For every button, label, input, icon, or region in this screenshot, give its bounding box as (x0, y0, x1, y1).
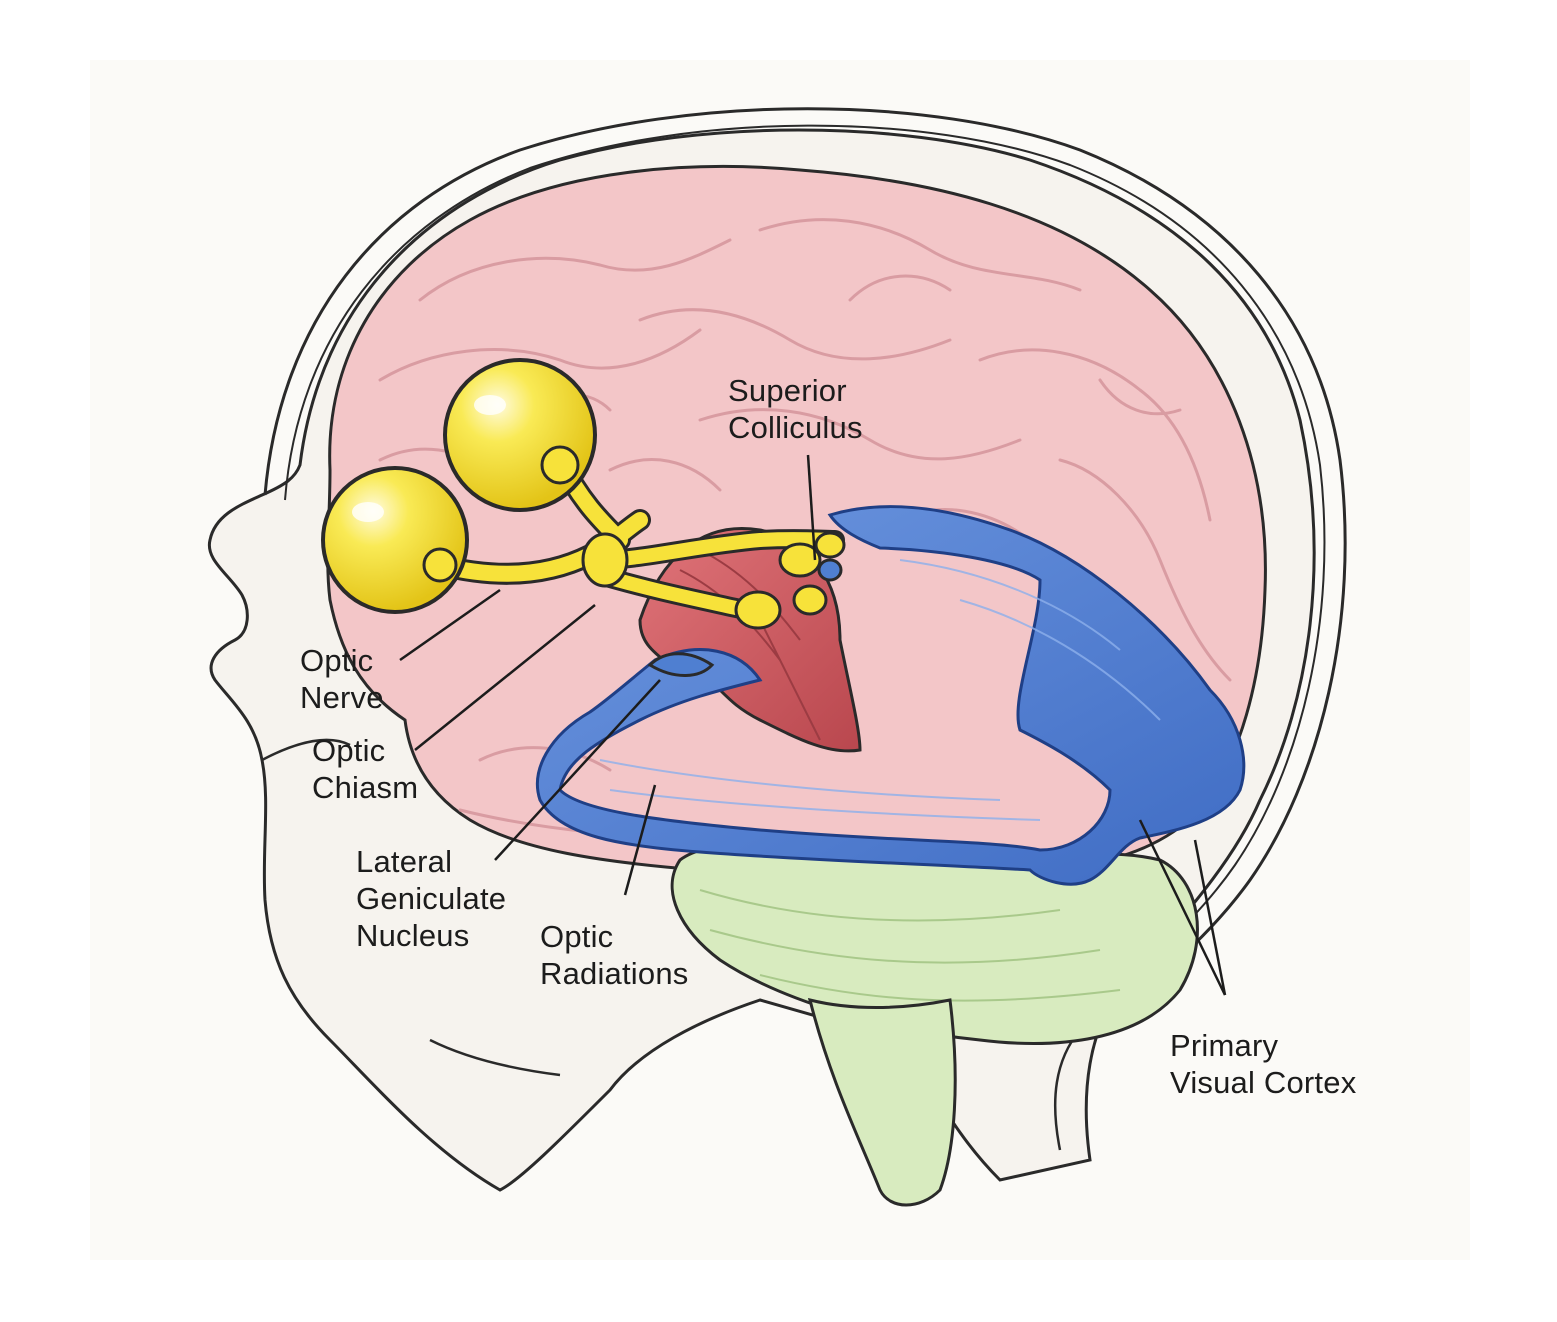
label-line: Nucleus (356, 918, 470, 953)
label-line: Optic (300, 643, 374, 678)
leader-visual-cortex-1 (1138, 819, 1227, 996)
leader-optic-chiasm (414, 604, 596, 751)
label-line: Geniculate (356, 881, 507, 916)
label-line: Radiations (540, 956, 689, 991)
brain-folds (378, 218, 1232, 840)
label-optic-chiasm: Optic Chiasm (312, 732, 418, 806)
leader-superior-colliculus (806, 454, 817, 561)
label-line: Nerve (300, 680, 384, 715)
skull-outline-inner (284, 124, 1326, 1011)
geniculate-nodes (734, 531, 846, 630)
label-lateral-geniculate-nucleus: Lateral Geniculate Nucleus (356, 843, 506, 954)
optic-chiasm-shape (581, 532, 629, 588)
label-line: Primary (1170, 1028, 1279, 1063)
label-line: Colliculus (728, 410, 863, 445)
leader-optic-radiations (623, 784, 657, 896)
label-line: Lateral (356, 844, 453, 879)
left-eye (443, 358, 597, 512)
radiation-streaks (599, 559, 1161, 821)
leader-lateral-geniculate (494, 679, 661, 861)
label-optic-radiations: Optic Radiations (540, 918, 688, 992)
leader-visual-cortex-2 (1193, 839, 1227, 996)
label-superior-colliculus: Superior Colliculus (728, 372, 863, 446)
lgn-blue-cap (647, 652, 715, 677)
label-line: Chiasm (312, 770, 419, 805)
brainstem (807, 997, 957, 1207)
label-line: Superior (728, 373, 847, 408)
label-primary-visual-cortex: Primary Visual Cortex (1170, 1027, 1356, 1101)
leader-lines (399, 454, 1227, 996)
neck-line (429, 1038, 561, 1077)
leader-optic-nerve (399, 588, 501, 662)
label-line: Optic (540, 919, 614, 954)
skull-outline-outer (263, 107, 1347, 1032)
optic-radiations (535, 505, 1246, 886)
cerebellum-folia (699, 889, 1121, 1002)
nose-line (261, 738, 351, 762)
label-line: Visual Cortex (1170, 1065, 1357, 1100)
label-line: Optic (312, 733, 386, 768)
right-eye (321, 466, 469, 614)
label-optic-nerve: Optic Nerve (300, 642, 384, 716)
